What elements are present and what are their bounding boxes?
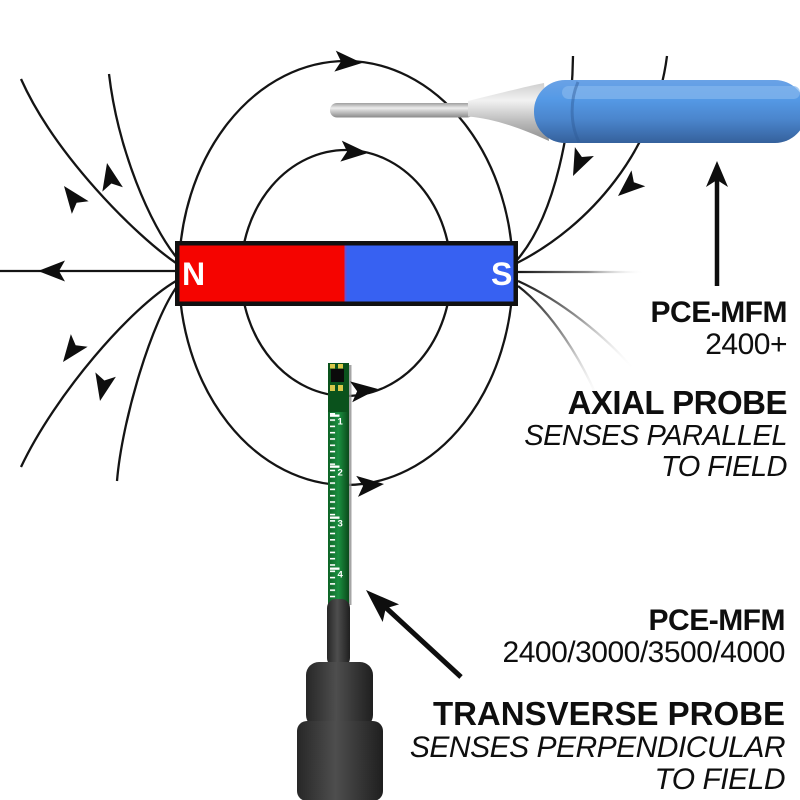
field-line-downright-a bbox=[517, 279, 637, 373]
pole-seam bbox=[344, 245, 348, 302]
field-direction-arrowheads-over-probe bbox=[350, 381, 384, 497]
diagonal-arrow-icon bbox=[366, 590, 463, 679]
probe-sensing-rod bbox=[330, 103, 474, 118]
transverse-probe: 1 2 3 4 bbox=[297, 363, 383, 800]
transverse-meter-label: PCE-MFM 2400/3000/3500/4000 bbox=[285, 604, 786, 669]
axial-meter-name: PCE-MFM bbox=[650, 296, 788, 329]
transverse-meter-name: PCE-MFM bbox=[648, 604, 786, 637]
field-line-downleft-outer bbox=[19, 280, 177, 468]
ruler-mark-2: 2 bbox=[338, 468, 343, 479]
north-pole-label: N bbox=[182, 256, 205, 292]
south-pole bbox=[346, 245, 514, 302]
transverse-probe-desc-line2: TO FIELD bbox=[654, 762, 786, 796]
transverse-meter-models: 2400/3000/3500/4000 bbox=[502, 635, 786, 669]
transverse-probe-label: TRANSVERSE PROBE SENSES PERPENDICULAR TO… bbox=[245, 695, 786, 796]
ruler-mark-3: 3 bbox=[338, 519, 343, 530]
axial-meter-models: 2400+ bbox=[705, 327, 787, 361]
axial-meter-label: PCE-MFM 2400+ bbox=[387, 296, 788, 361]
bar-magnet: N S bbox=[175, 241, 518, 306]
ruler-mark-1: 1 bbox=[338, 417, 344, 428]
axial-probe-title: AXIAL PROBE bbox=[567, 384, 788, 421]
south-pole-label: S bbox=[491, 256, 512, 292]
field-line-upleft-inner bbox=[107, 73, 178, 259]
field-line-downleft-inner bbox=[115, 284, 179, 482]
axial-probe-desc-line1: SENSES PARALLEL bbox=[524, 419, 787, 452]
field-line-downright-b bbox=[517, 285, 602, 405]
probe-handle bbox=[297, 599, 383, 800]
probe-ferrule bbox=[468, 83, 549, 141]
hall-sensor-chip bbox=[331, 369, 344, 382]
transverse-probe-title: TRANSVERSE PROBE bbox=[432, 695, 785, 732]
ruler-mark-4: 4 bbox=[338, 570, 344, 581]
up-arrow-icon bbox=[706, 161, 728, 286]
transverse-probe-desc-line1: SENSES PERPENDICULAR bbox=[409, 730, 786, 764]
axial-probe-desc-line2: TO FIELD bbox=[661, 450, 788, 483]
field-line-upleft-outer bbox=[19, 78, 177, 264]
axial-probe bbox=[330, 80, 800, 143]
pcb-ruler: 1 2 3 4 bbox=[330, 413, 344, 602]
axial-probe-label: AXIAL PROBE SENSES PARALLEL TO FIELD bbox=[367, 384, 788, 483]
field-direction-arrowheads bbox=[38, 50, 646, 401]
north-pole bbox=[179, 245, 346, 302]
